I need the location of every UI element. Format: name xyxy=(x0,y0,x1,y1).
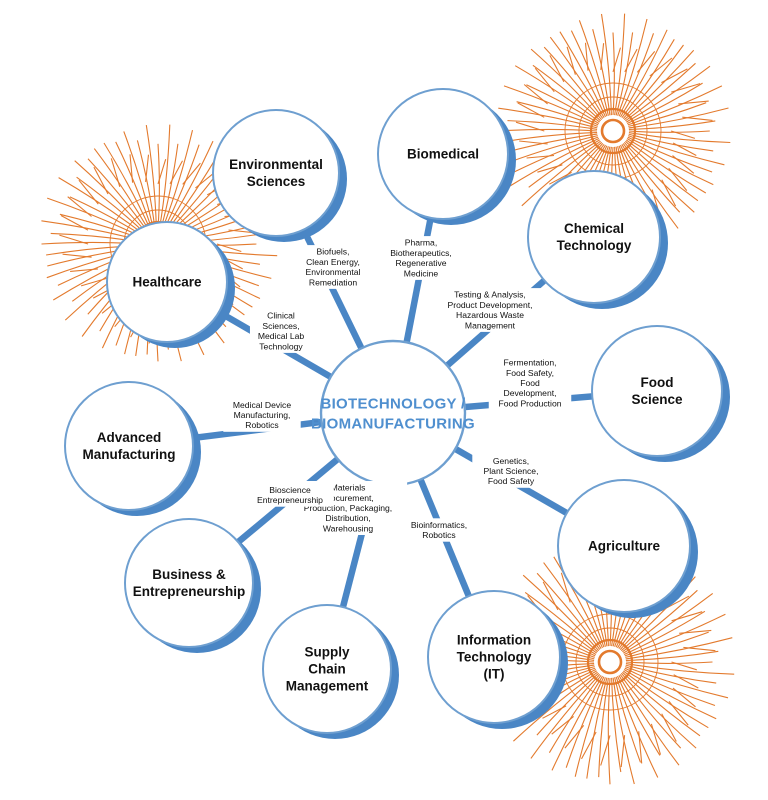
link-label-bg xyxy=(296,245,370,289)
link-label-bg xyxy=(472,454,550,488)
link-label-bg xyxy=(246,483,334,507)
node-circle xyxy=(106,221,228,343)
node-label: Agriculture xyxy=(588,539,661,554)
link-label-bg xyxy=(488,356,572,410)
link-label-bg xyxy=(377,236,465,280)
link-label-chemical-technology: Testing & Analysis,Product Development,H… xyxy=(436,288,544,332)
node-circle xyxy=(262,604,392,734)
link-label-bg xyxy=(249,309,313,353)
node-circle xyxy=(591,325,723,457)
node-label: Business &Entrepreneurship xyxy=(133,567,246,599)
node-circle xyxy=(377,88,509,220)
link-label-bg xyxy=(223,398,301,432)
node-business-entrepreneurship: Business &Entrepreneurship xyxy=(124,518,261,653)
node-agriculture: Agriculture xyxy=(557,479,698,618)
node-circle xyxy=(64,381,194,511)
link-label-text: Testing & Analysis,Product Development,H… xyxy=(447,290,532,331)
node-biomedical: Biomedical xyxy=(377,88,516,225)
link-label-agriculture: Genetics,Plant Science,Food Safety xyxy=(472,454,550,488)
node-label: Biomedical xyxy=(407,147,479,162)
link-label-text: Genetics,Plant Science,Food Safety xyxy=(484,456,539,486)
node-circle xyxy=(427,590,561,724)
node-circle xyxy=(124,518,254,648)
node-circle xyxy=(212,109,340,237)
link-label-bg xyxy=(436,288,544,332)
center-title: BIOTECHNOLOGY /BIOMANUFACTURING xyxy=(311,395,475,432)
node-circle xyxy=(557,479,691,613)
link-label-text: Bioinformatics,Robotics xyxy=(411,520,467,540)
node-label: Healthcare xyxy=(132,275,202,290)
link-label-bg xyxy=(397,518,481,542)
node-healthcare: Healthcare xyxy=(106,221,235,348)
link-label-information-technology: Bioinformatics,Robotics xyxy=(397,518,481,542)
center-circle xyxy=(319,339,467,487)
node-circle xyxy=(527,170,661,304)
